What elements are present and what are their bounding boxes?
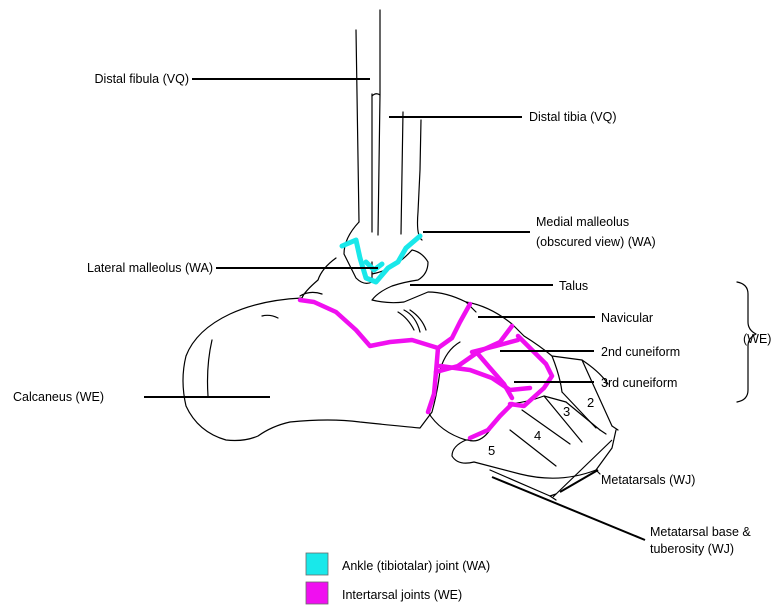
cuboid-outline (428, 404, 510, 441)
label-metatarsals: Metatarsals (WJ) (601, 473, 695, 487)
cuneiform-joint-lower (440, 366, 530, 390)
legend-swatch-intertarsal (306, 582, 328, 604)
label-3rd-cuneiform: 3rd cuneiform (601, 376, 677, 390)
calcaneus-outline (183, 298, 460, 441)
labels: Distal fibula (VQ) Distal tibia (VQ) Med… (13, 72, 771, 556)
ankle-joint-lines (342, 236, 420, 282)
label-talus: Talus (559, 279, 588, 293)
ankle-joint-line (342, 236, 420, 282)
intertarsal-joint-lines (300, 300, 552, 438)
cuneiform-outline (510, 356, 566, 404)
tarsometatarsal-joint-line (510, 336, 552, 406)
label-navicular: Navicular (601, 311, 653, 325)
metatarsal-bracket (553, 440, 612, 497)
cuboid-metatarsal-joint-line (470, 404, 512, 438)
legend-label-ankle: Ankle (tibiotalar) joint (WA) (342, 559, 490, 573)
label-2nd-cuneiform: 2nd cuneiform (601, 345, 680, 359)
label-medial-malleolus-2: (obscured view) (WA) (536, 235, 656, 249)
legend-label-intertarsal: Intertarsal joints (WE) (342, 588, 462, 602)
metatarsal-number-5: 5 (488, 443, 495, 458)
talonavicular-joint-line (438, 304, 470, 348)
label-metatarsal-base-1: Metatarsal base & (650, 525, 751, 539)
calcaneocuboid-joint-line (428, 348, 438, 412)
talus-outline (300, 250, 476, 312)
legend: Ankle (tibiotalar) joint (WA) Intertarsa… (306, 553, 490, 604)
metatarsal-number-2: 2 (587, 395, 594, 410)
label-metatarsal-base-2: tuberosity (WJ) (650, 542, 734, 556)
metatarsal-number-3: 3 (563, 404, 570, 419)
talus-detail (398, 310, 426, 332)
fibula-outline (356, 30, 372, 232)
label-distal-fibula: Distal fibula (VQ) (95, 72, 189, 86)
label-medial-malleolus-1: Medial malleolus (536, 215, 629, 229)
label-lateral-malleolus: Lateral malleolus (WA) (87, 261, 213, 275)
label-calcaneus: Calcaneus (WE) (13, 390, 104, 404)
leader-metatarsals (560, 470, 598, 492)
label-we-bracket: (WE) (743, 332, 771, 346)
tibia-outline (372, 10, 422, 240)
label-distal-tibia: Distal tibia (VQ) (529, 110, 617, 124)
leader-lines (144, 79, 645, 540)
metatarsal-number-4: 4 (534, 428, 541, 443)
legend-swatch-ankle (306, 553, 328, 575)
